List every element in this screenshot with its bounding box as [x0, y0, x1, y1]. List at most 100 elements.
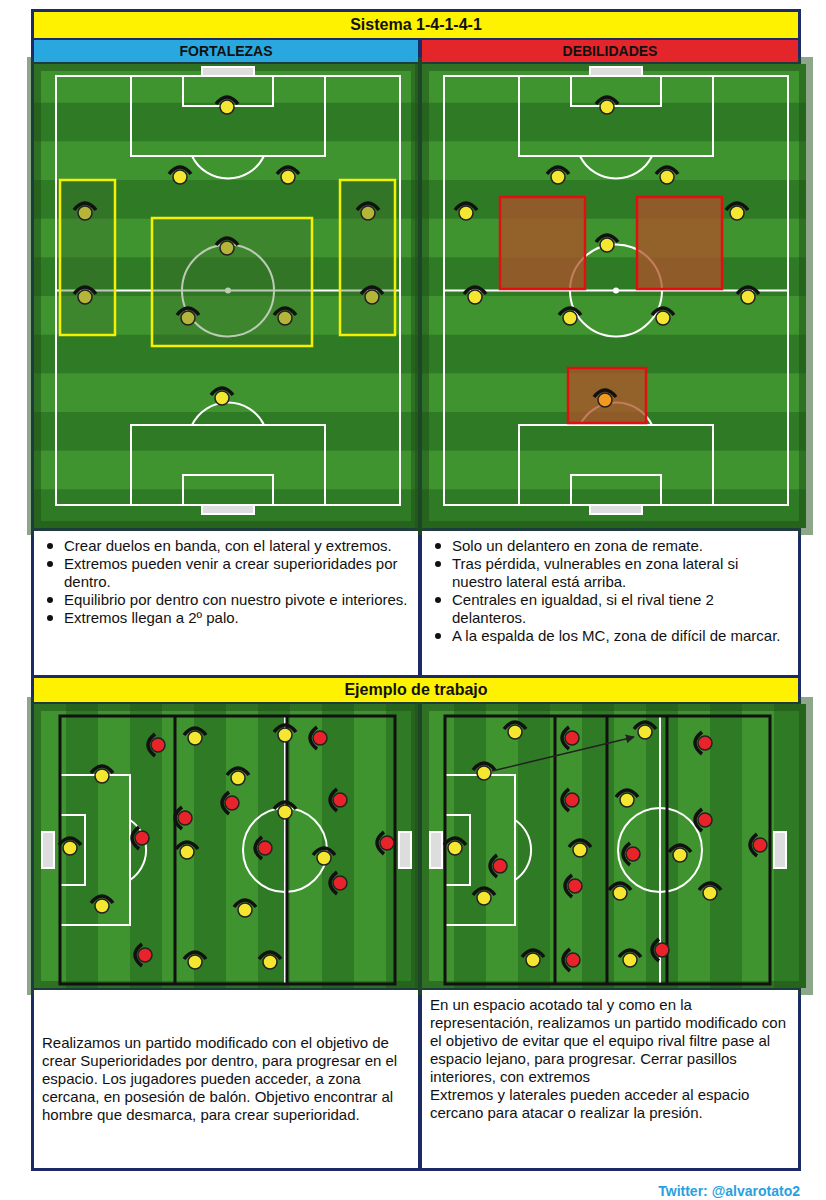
pitch-line: [130, 820, 146, 880]
pitch-stripe: [422, 219, 806, 258]
node-text: Extremos y laterales pueden acceder al e…: [430, 1086, 790, 1122]
pitch-line: [60, 815, 85, 885]
pitch-shade: [422, 64, 806, 528]
player-marker: [656, 167, 678, 184]
player-marker: [634, 722, 656, 739]
player-marker: [377, 832, 394, 854]
player-marker: [619, 950, 641, 967]
description-box: En un espacio acotado tal y como en la r…: [422, 990, 798, 1168]
player-marker: [216, 238, 238, 255]
pitch-stripe: [98, 704, 130, 988]
pitch-shade: [34, 704, 418, 988]
node-text: DEBILIDADES: [563, 43, 658, 59]
pitch-line: [284, 716, 286, 984]
player-marker: [444, 838, 466, 855]
bullet-box: Crear duelos en banda, con el lateral y …: [34, 531, 418, 675]
player-marker: [169, 167, 191, 184]
player-marker: [596, 97, 618, 114]
player-marker: [177, 308, 199, 325]
header-bar: FORTALEZAS: [34, 40, 418, 62]
title-bar: Sistema 1-4-1-4-1: [34, 12, 798, 38]
pitch-line: [444, 76, 788, 505]
player-marker: [623, 843, 640, 865]
weakness-zone: [637, 197, 722, 289]
header-bar: DEBILIDADES: [422, 40, 798, 62]
drill-pitch: [34, 704, 418, 988]
pitch-line: [192, 156, 264, 179]
pitch-ground: [422, 704, 806, 988]
player-marker: [175, 807, 192, 829]
player-marker: [726, 203, 748, 220]
drill-pitch: [422, 704, 806, 988]
node-text: En un espacio acotado tal y como en la r…: [430, 996, 790, 1086]
player-marker: [148, 734, 165, 756]
bullet-item: Solo un delantero en zona de remate.: [452, 537, 790, 555]
player-marker: [255, 837, 272, 859]
strength-zone: [152, 218, 312, 346]
goal: [774, 832, 786, 868]
pitch-line: [519, 425, 713, 505]
pitch-ground: [34, 704, 418, 988]
pitch-stripe: [226, 704, 258, 988]
player-marker: [562, 727, 579, 749]
pitch-stripe: [290, 704, 322, 988]
player-marker: [563, 949, 580, 971]
player-marker: [59, 838, 81, 855]
player-marker: [473, 763, 495, 780]
bullet-item: Crear duelos en banda, con el lateral y …: [64, 537, 410, 555]
pitch-line: [614, 289, 618, 293]
player-marker: [211, 388, 233, 405]
pitch-ground: [34, 64, 418, 528]
player-marker: [222, 792, 239, 814]
player-marker: [699, 883, 721, 900]
player-marker: [135, 944, 152, 966]
player-marker: [184, 728, 206, 745]
pitch-stripe: [486, 704, 518, 988]
player-marker: [176, 842, 198, 859]
player-marker: [569, 840, 591, 857]
pitch-line: [131, 76, 325, 156]
strength-zone: [60, 180, 115, 335]
player-marker: [490, 855, 507, 877]
bullet-item: Tras pérdida, vulnerables en zona latera…: [452, 555, 790, 591]
player-marker: [522, 950, 544, 967]
player-marker: [310, 727, 327, 749]
player-marker: [74, 287, 96, 304]
pitch-stripe: [34, 141, 418, 180]
goal: [202, 505, 254, 514]
pitch-stripe: [34, 373, 418, 412]
player-marker: [669, 845, 691, 862]
player-marker: [184, 952, 206, 969]
pitch-line: [580, 156, 652, 179]
strength-zone: [340, 180, 395, 335]
player-marker: [455, 203, 477, 220]
player-marker: [609, 883, 631, 900]
credit-label: Twitter: @alvarotato2: [658, 1183, 800, 1199]
node-text: Sistema 1-4-1-4-1: [350, 16, 482, 34]
pitch-stripe: [422, 451, 806, 490]
player-marker: [562, 789, 579, 811]
player-marker: [473, 888, 495, 905]
pitch-line: [445, 815, 470, 885]
pitch-stripe: [34, 451, 418, 490]
player-marker: [559, 308, 581, 325]
player-marker: [274, 308, 296, 325]
player-marker: [132, 827, 149, 849]
player-marker: [652, 308, 674, 325]
player-marker: [547, 167, 569, 184]
pitch-stripe: [422, 141, 806, 180]
player-marker: [464, 287, 486, 304]
weakness-zone: [568, 368, 646, 423]
zone-divider: [286, 716, 289, 984]
player-marker: [227, 768, 249, 785]
bullet-item: Centrales en igualdad, si el rival tiene…: [452, 591, 790, 627]
goal: [202, 67, 254, 76]
pitch-line: [131, 425, 325, 505]
player-marker: [91, 766, 113, 783]
player-marker: [695, 809, 712, 831]
tactical-pitch: [422, 64, 806, 528]
player-marker: [737, 287, 759, 304]
bullet-item: Extremos llegan a 2º palo.: [64, 609, 410, 627]
pitch-line: [515, 820, 531, 880]
player-marker: [652, 939, 669, 961]
